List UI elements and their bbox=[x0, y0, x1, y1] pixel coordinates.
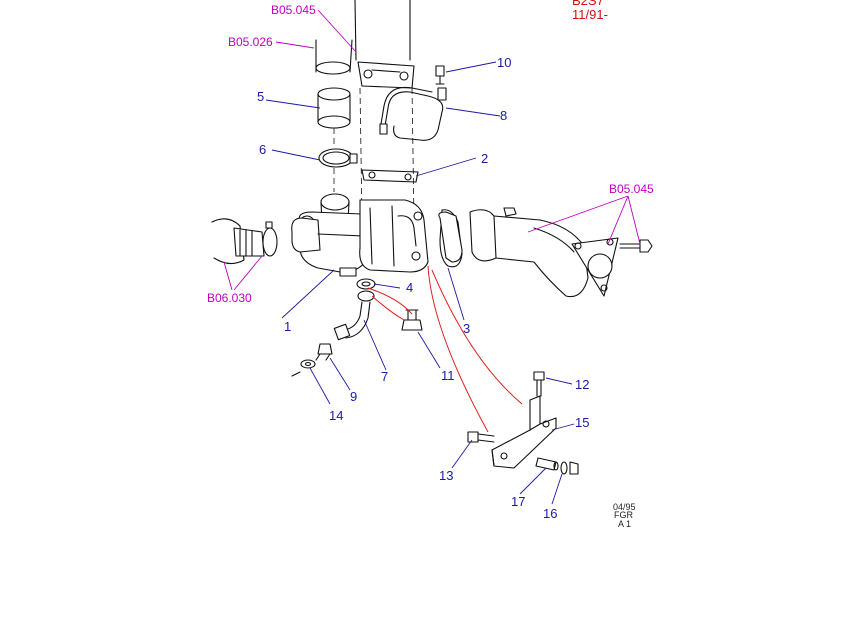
label-part-9: 9 bbox=[350, 389, 357, 404]
washer-part-14 bbox=[291, 359, 316, 377]
label-part-5: 5 bbox=[257, 89, 264, 104]
intake-elbow bbox=[211, 218, 278, 265]
turbocharger bbox=[291, 193, 429, 277]
oil-return-pipe bbox=[333, 290, 375, 341]
footer-sheet: A 1 bbox=[618, 519, 631, 529]
bolt-part-13 bbox=[467, 431, 495, 443]
ref-label-intake: B06.030 bbox=[207, 291, 252, 305]
footer-code: FGR bbox=[614, 510, 633, 520]
label-part-14: 14 bbox=[329, 408, 343, 423]
ref-label-exhaust: B05.045 bbox=[609, 182, 654, 196]
sleeve-part bbox=[317, 87, 351, 129]
label-part-3: 3 bbox=[463, 321, 470, 336]
label-part-17: 17 bbox=[511, 494, 525, 509]
bracket-assembly bbox=[491, 395, 557, 469]
nut-part-11 bbox=[401, 309, 423, 331]
stud-part-9 bbox=[315, 343, 333, 361]
intake-hose bbox=[315, 39, 353, 75]
label-part-13: 13 bbox=[439, 468, 453, 483]
label-part-1: 1 bbox=[284, 319, 291, 334]
ref-label-hose: B05.026 bbox=[228, 35, 273, 49]
label-part-12: 12 bbox=[575, 377, 589, 392]
oil-feed-pipe bbox=[379, 86, 447, 141]
gasket-part-2 bbox=[361, 169, 419, 183]
label-part-4: 4 bbox=[406, 280, 413, 295]
upper-exhaust-pipe bbox=[354, 0, 415, 89]
label-part-11: 11 bbox=[441, 368, 455, 383]
label-part-10: 10 bbox=[497, 55, 511, 70]
label-part-16: 16 bbox=[543, 506, 557, 521]
ref-label-top: B05.045 bbox=[271, 3, 316, 17]
footer-date: 04/95 bbox=[613, 502, 636, 512]
label-part-15: 15 bbox=[575, 415, 589, 430]
header-model: B2S7 bbox=[572, 0, 604, 8]
routing-line-bracket bbox=[427, 265, 489, 433]
label-part-8: 8 bbox=[500, 108, 507, 123]
header-date-range: 11/91- bbox=[572, 7, 608, 22]
spacer-part-17 bbox=[535, 457, 559, 471]
bolt-part-12 bbox=[533, 371, 545, 397]
washer-part-4 bbox=[356, 278, 376, 290]
gasket-part-3 bbox=[438, 211, 463, 263]
label-part-2: 2 bbox=[481, 151, 488, 166]
label-part-7: 7 bbox=[381, 369, 388, 384]
hose-clamp bbox=[318, 148, 358, 168]
exhaust-downpipe bbox=[439, 207, 653, 298]
nut-part-16 bbox=[560, 461, 579, 475]
label-part-6: 6 bbox=[259, 142, 266, 157]
banjo-bolt-10 bbox=[435, 65, 445, 85]
